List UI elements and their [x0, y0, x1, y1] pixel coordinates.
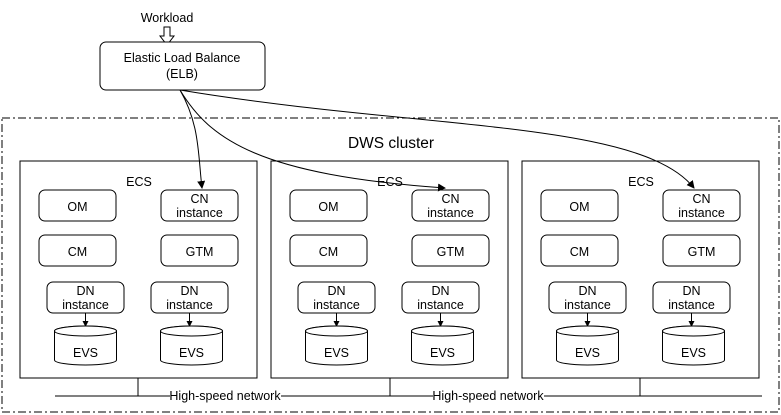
cm-label: CM	[570, 245, 589, 259]
cm-label: CM	[319, 245, 338, 259]
om-label: OM	[318, 200, 338, 214]
cn-label-line2: instance	[427, 206, 474, 220]
evs-cylinder-top	[305, 325, 368, 337]
cn-label-line1: CN	[190, 192, 208, 206]
elb-to-cn-connector-2	[179, 89, 446, 192]
om-box	[540, 189, 619, 222]
dn1-label-line2: instance	[62, 298, 109, 312]
workload-label: Workload	[141, 11, 194, 25]
ecs-title: ECS	[377, 175, 403, 189]
evs-label-1: EVS	[575, 346, 600, 360]
cn-label-line1: CN	[692, 192, 710, 206]
evs-cylinder-top	[556, 325, 619, 337]
evs-label-2: EVS	[430, 346, 455, 360]
cluster-title: DWS cluster	[348, 135, 434, 152]
evs-cylinder-top	[160, 325, 223, 337]
om-box	[289, 189, 368, 222]
evs-label-1: EVS	[324, 346, 349, 360]
evs-storage-2	[662, 325, 725, 366]
om-label: OM	[569, 200, 589, 214]
dn2-label-line1: DN	[682, 284, 700, 298]
dws-cluster-boundary	[1, 117, 780, 413]
evs-storage-2	[160, 325, 223, 366]
elb-node: Elastic Load Balance (ELB)	[99, 41, 266, 91]
elb-label-line1: Elastic Load Balance	[124, 51, 241, 65]
gtm-label: GTM	[688, 245, 716, 259]
network-label-bg-1	[170, 389, 281, 403]
gtm-label: GTM	[437, 245, 465, 259]
evs-storage-1	[556, 325, 619, 366]
gtm-box	[662, 234, 741, 267]
cm-label: CM	[68, 245, 87, 259]
dn1-label-line2: instance	[313, 298, 360, 312]
cn-instance-box	[662, 189, 741, 222]
om-label: OM	[67, 200, 87, 214]
cn-label-line2: instance	[176, 206, 223, 220]
high-speed-network: High-speed network High-speed network	[55, 378, 762, 403]
elb-box	[99, 41, 266, 91]
evs-cylinder-top	[662, 325, 725, 337]
evs-cylinder-top	[54, 325, 117, 337]
dn2-label-line2: instance	[417, 298, 464, 312]
evs-cylinder-top	[411, 325, 474, 337]
network-label-2: High-speed network	[432, 389, 544, 403]
cm-box	[540, 234, 619, 267]
dn1-label-line1: DN	[76, 284, 94, 298]
cm-box	[289, 234, 368, 267]
cn-label-line2: instance	[678, 206, 725, 220]
elb-label-line2: (ELB)	[166, 67, 198, 81]
evs-label-2: EVS	[179, 346, 204, 360]
cn-label-line1: CN	[441, 192, 459, 206]
ecs-title: ECS	[628, 175, 654, 189]
dn1-label-line2: instance	[564, 298, 611, 312]
elb-connections	[179, 89, 695, 192]
evs-storage-1	[305, 325, 368, 366]
dn2-label-line1: DN	[180, 284, 198, 298]
elb-to-cn-connector-1	[179, 89, 206, 189]
network-label-1: High-speed network	[169, 389, 281, 403]
gtm-label: GTM	[186, 245, 214, 259]
dn1-label-line1: DN	[327, 284, 345, 298]
gtm-box	[160, 234, 239, 267]
evs-storage-2	[411, 325, 474, 366]
network-label-bg-2	[433, 389, 544, 403]
evs-label-2: EVS	[681, 346, 706, 360]
ecs-title: ECS	[126, 175, 152, 189]
gtm-box	[411, 234, 490, 267]
cn-instance-box	[411, 189, 490, 222]
dn2-label-line2: instance	[166, 298, 213, 312]
dn1-label-line1: DN	[578, 284, 596, 298]
workload-arrow-icon	[158, 26, 176, 46]
dn2-label-line1: DN	[431, 284, 449, 298]
cm-box	[38, 234, 117, 267]
cn-instance-box	[160, 189, 239, 222]
om-box	[38, 189, 117, 222]
evs-storage-1	[54, 325, 117, 366]
evs-label-1: EVS	[73, 346, 98, 360]
elb-to-cn-connector-3	[179, 89, 695, 189]
dn2-label-line2: instance	[668, 298, 715, 312]
